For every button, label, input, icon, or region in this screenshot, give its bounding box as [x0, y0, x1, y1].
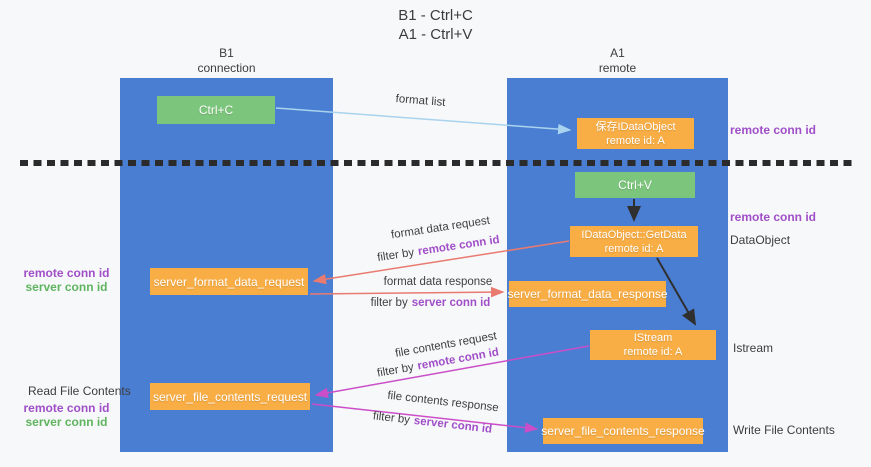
server-format-data-response-box: server_format_data_response [507, 281, 668, 307]
getdata-line2: remote id: A [604, 242, 664, 255]
idataobject-getdata-box: IDataObject::GetData remote id: A [570, 226, 698, 257]
filter-by-text: filter by [372, 410, 411, 427]
lane-b1-title: B1 [219, 46, 234, 60]
title-line-1: B1 - Ctrl+C [398, 7, 473, 24]
save-idataobject-line1: 保存IDataObject [595, 120, 676, 133]
server-conn-id-key: server conn id [413, 414, 493, 436]
lane-a1-subtitle: remote [598, 61, 637, 75]
istream-line1: IStream [633, 332, 673, 344]
ctrl-c-label: Ctrl+C [198, 103, 234, 117]
istream-box: IStream remote id: A [590, 330, 716, 360]
server-format-data-request-box: server_format_data_request [150, 268, 308, 295]
right-remote-conn-id-mid-label: remote conn id [730, 210, 817, 224]
server-format-data-request-label: server_format_data_request [153, 274, 305, 289]
filter-by-text: filter by [370, 297, 408, 309]
getdata-line1: IDataObject::GetData [581, 228, 687, 241]
server-format-data-response-label: server_format_data_response [507, 287, 668, 301]
write-file-contents-label: Write File Contents [733, 423, 835, 437]
dataobject-label: DataObject [730, 233, 791, 247]
server-file-contents-response-label: server_file_contents_response [541, 424, 705, 438]
istream-side-label: Istream [733, 341, 774, 355]
filter-by-text: filter by [376, 246, 415, 265]
right-remote-conn-id-top-label: remote conn id [730, 123, 817, 137]
left-server-conn-id-top-label: server conn id [25, 280, 108, 294]
left-remote-conn-id-bottom-label: remote conn id [23, 401, 110, 415]
left-server-conn-id-bottom-label: server conn id [25, 415, 108, 429]
remote-conn-id-key: remote conn id [417, 233, 501, 258]
server-file-contents-request-box: server_file_contents_request [150, 383, 310, 410]
ctrl-v-label: Ctrl+V [618, 178, 652, 192]
format-data-response-arrow [309, 286, 505, 298]
ctrl-v-box: Ctrl+V [575, 172, 695, 198]
ctrl-c-box: Ctrl+C [157, 96, 275, 124]
read-file-contents-label: Read File Contents [28, 384, 131, 398]
lane-b1-subtitle: connection [197, 61, 256, 75]
save-idataobject-box: 保存IDataObject remote id: A [577, 118, 694, 149]
left-remote-conn-id-top-label: remote conn id [23, 266, 110, 280]
save-idataobject-line2: remote id: A [606, 134, 665, 147]
server-conn-id-key: server conn id [411, 297, 491, 309]
istream-line2: remote id: A [623, 346, 683, 358]
format-data-response-label: format data response [383, 276, 493, 288]
lane-header-b1: B1 connection [120, 46, 333, 76]
file-contents-response-label: file contents response [386, 389, 500, 415]
filter-by-text: filter by [376, 361, 415, 380]
lane-a1-title: A1 [610, 46, 625, 60]
diagram-title: B1 - Ctrl+C A1 - Ctrl+V [0, 6, 871, 44]
lane-header-a1: A1 remote [507, 46, 728, 76]
format-list-label: format list [395, 93, 446, 109]
server-file-contents-response-box: server_file_contents_response [541, 418, 705, 444]
server-file-contents-request-label: server_file_contents_request [152, 389, 308, 404]
title-line-2: A1 - Ctrl+V [398, 26, 473, 43]
